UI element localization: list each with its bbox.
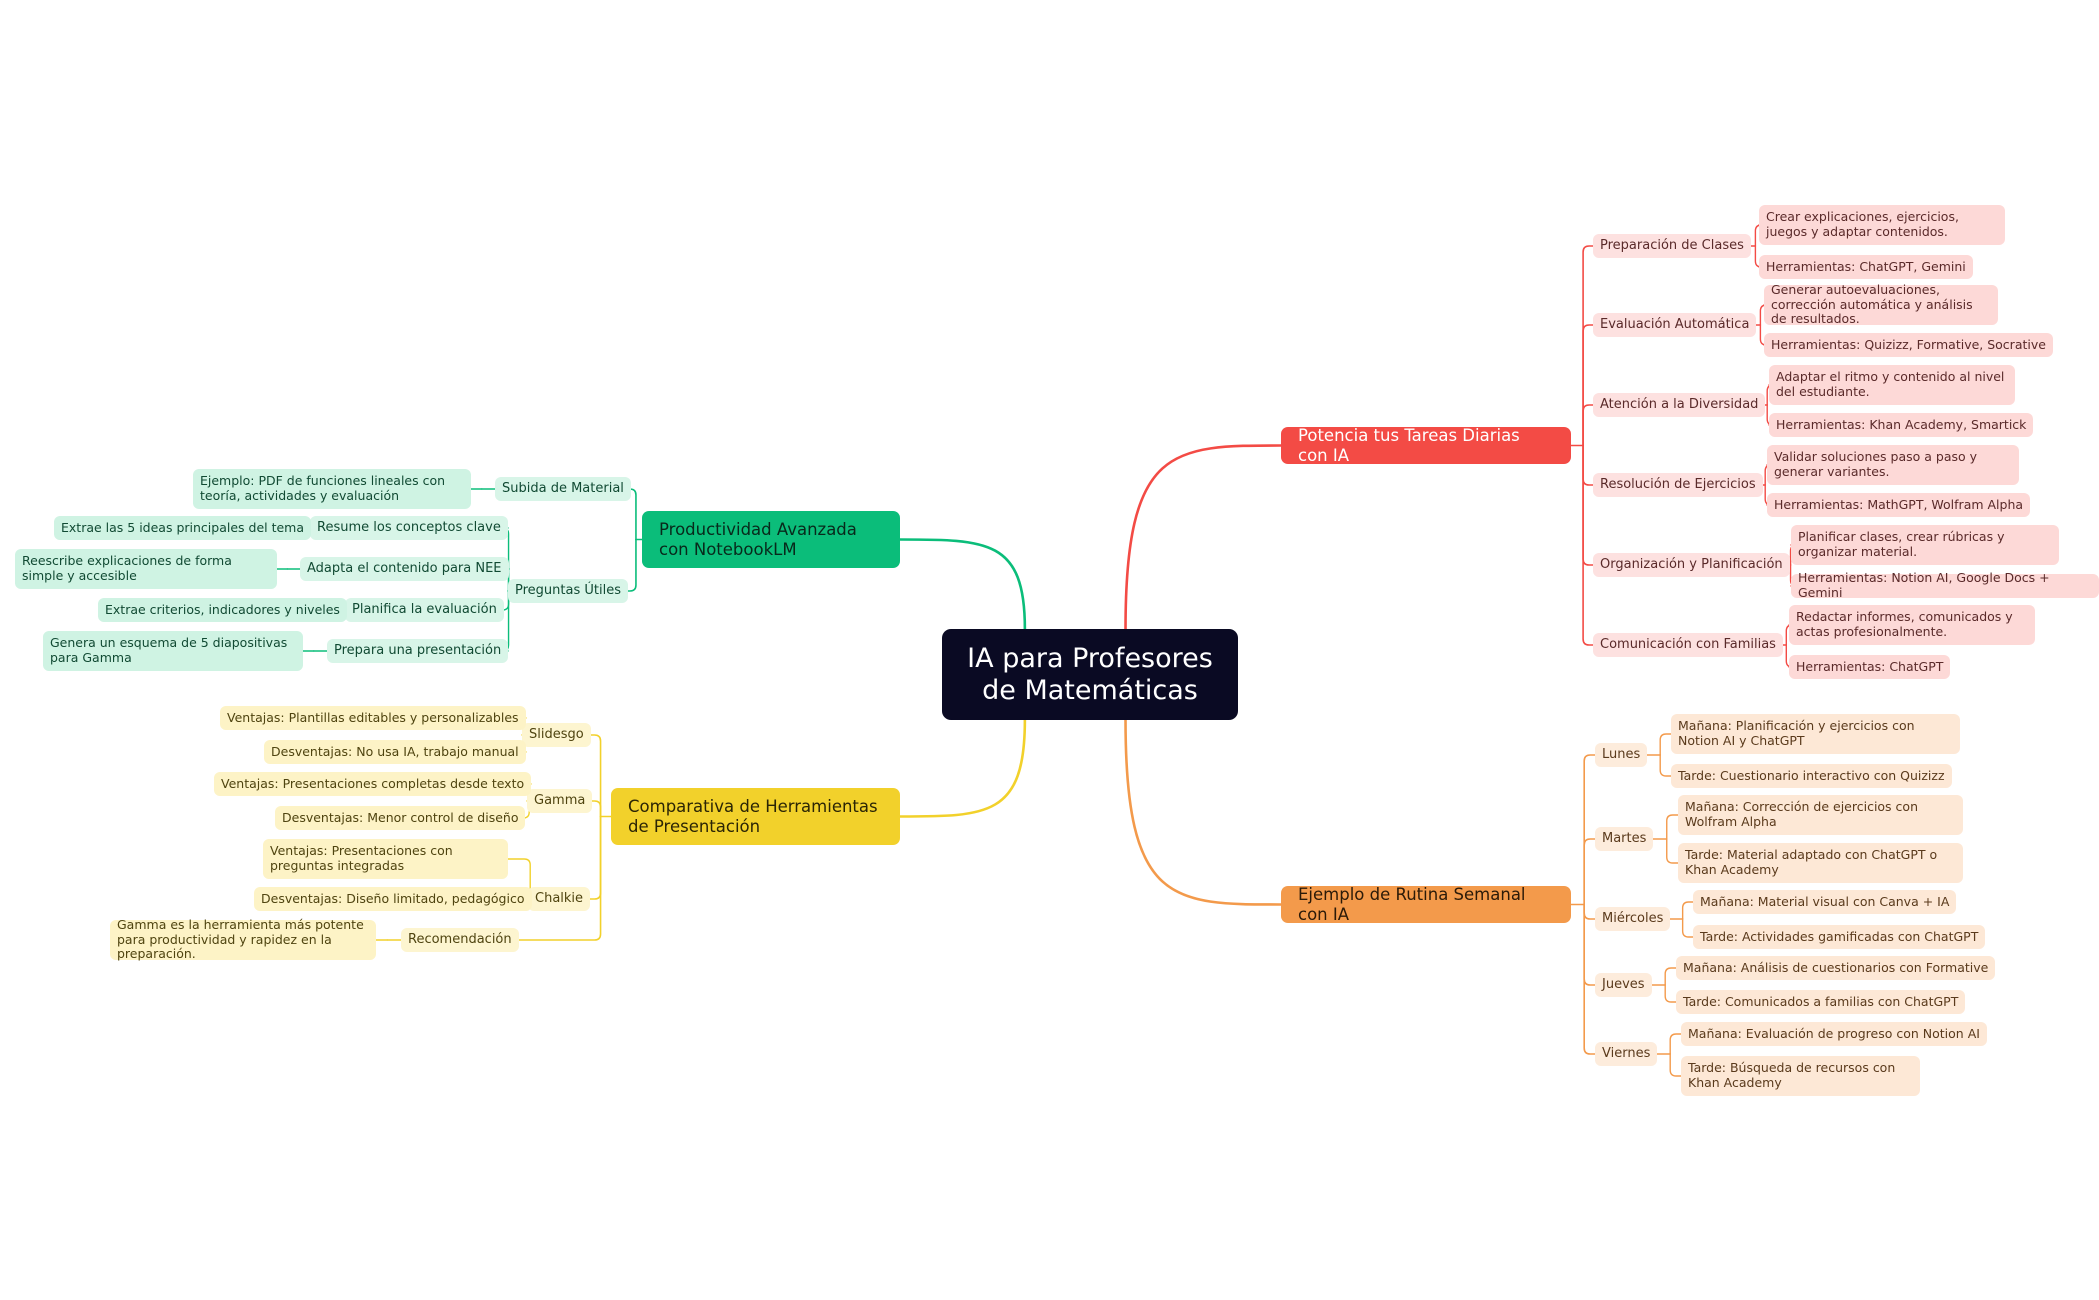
leaf-slidesgo-desventajas[interactable]: Desventajas: No usa IA, trabajo manual xyxy=(264,740,526,764)
leaf-organizacion-planificacion-tools[interactable]: Herramientas: Notion AI, Google Docs + G… xyxy=(1791,570,2099,600)
topic-subida-material[interactable]: Subida de Material xyxy=(495,477,631,501)
branch-rutina-semanal[interactable]: Ejemplo de Rutina Semanal con IA xyxy=(1281,885,1571,924)
orange-sub4-link-0 xyxy=(1669,1033,1682,1055)
topic-preguntas-utiles[interactable]: Preguntas Útiles xyxy=(508,579,628,603)
orange-sub4-link-1 xyxy=(1669,1053,1682,1077)
leaf-resume-conceptos[interactable]: Extrae las 5 ideas principales del tema xyxy=(54,516,312,540)
orange-sub0-link-1 xyxy=(1659,754,1672,777)
orange-sub0-link-0 xyxy=(1659,733,1672,756)
leaf-evaluacion-automatica-tools[interactable]: Herramientas: Quizizz, Formative, Socrat… xyxy=(1764,333,2053,357)
question-resume-conceptos[interactable]: Resume los conceptos clave xyxy=(310,516,508,540)
leaf-preparacion-clases-desc[interactable]: Crear explicaciones, ejercicios, juegos … xyxy=(1759,205,2005,245)
orange-sub1-link-0 xyxy=(1666,814,1679,840)
branch-notebooklm[interactable]: Productividad Avanzada con NotebookLM xyxy=(642,511,900,568)
yellow-link-0 xyxy=(590,734,602,818)
topic-evaluacion-automatica[interactable]: Evaluación Automática xyxy=(1593,313,1757,337)
orange-sub3-link-0 xyxy=(1664,967,1677,986)
leaf-viernes-manana[interactable]: Mañana: Evaluación de progreso con Notio… xyxy=(1681,1022,1987,1046)
red-link-0 xyxy=(1582,245,1594,447)
leaf-miercoles-manana[interactable]: Mañana: Material visual con Canva + IA xyxy=(1693,890,1957,914)
leaf-lunes-manana[interactable]: Mañana: Planificación y ejercicios con N… xyxy=(1671,714,1960,754)
red-link-2 xyxy=(1582,404,1594,447)
orange-link-0 xyxy=(1583,754,1596,906)
leaf-planifica-evaluacion[interactable]: Extrae criterios, indicadores y niveles xyxy=(98,598,347,622)
leaf-viernes-tarde[interactable]: Tarde: Búsqueda de recursos con Khan Aca… xyxy=(1681,1056,1920,1096)
leaf-evaluacion-automatica-desc[interactable]: Generar autoevaluaciones, corrección aut… xyxy=(1764,282,1998,326)
leaf-martes-tarde[interactable]: Tarde: Material adaptado con ChatGPT o K… xyxy=(1678,843,1963,883)
red-link-1 xyxy=(1582,324,1594,447)
topic-viernes[interactable]: Viernes xyxy=(1595,1042,1658,1066)
main-link-0 xyxy=(1124,444,1283,631)
yellow-sub2-link-0 xyxy=(507,858,531,900)
yellow-link-2 xyxy=(589,815,602,900)
leaf-atencion-diversidad-tools[interactable]: Herramientas: Khan Academy, Smartick xyxy=(1769,413,2034,437)
orange-link-2 xyxy=(1583,903,1596,920)
leaf-jueves-manana[interactable]: Mañana: Análisis de cuestionarios con Fo… xyxy=(1676,956,1996,980)
leaf-gamma-ventajas[interactable]: Ventajas: Presentaciones completas desde… xyxy=(214,772,532,796)
leaf-recomendacion-gamma[interactable]: Gamma es la herramienta más potente para… xyxy=(110,917,376,961)
branch-comparativa-presentacion[interactable]: Comparativa de Herramientas de Presentac… xyxy=(611,788,900,845)
leaf-slidesgo-ventajas[interactable]: Ventajas: Plantillas editables y persona… xyxy=(220,706,526,730)
leaf-adapta-nee[interactable]: Reescribe explicaciones de forma simple … xyxy=(15,549,277,589)
topic-miercoles[interactable]: Miércoles xyxy=(1595,907,1671,931)
question-planifica-evaluacion[interactable]: Planifica la evaluación xyxy=(345,598,504,622)
center-topic[interactable]: IA para Profesores de Matemáticas xyxy=(942,629,1238,720)
leaf-miercoles-tarde[interactable]: Tarde: Actividades gamificadas con ChatG… xyxy=(1693,925,1986,949)
leaf-comunicacion-familias-desc[interactable]: Redactar informes, comunicados y actas p… xyxy=(1789,605,2035,645)
green-link-0 xyxy=(629,488,637,541)
topic-chalkie[interactable]: Chalkie xyxy=(528,887,591,911)
topic-preparacion-clases[interactable]: Preparación de Clases xyxy=(1593,234,1751,258)
green-link-1 xyxy=(627,538,637,592)
question-adapta-nee[interactable]: Adapta el contenido para NEE xyxy=(300,557,509,581)
leaf-atencion-diversidad-desc[interactable]: Adaptar el ritmo y contenido al nivel de… xyxy=(1769,365,2015,405)
orange-sub3-link-1 xyxy=(1664,984,1677,1003)
leaf-jueves-tarde[interactable]: Tarde: Comunicados a familias con ChatGP… xyxy=(1676,990,1966,1014)
topic-atencion-diversidad[interactable]: Atención a la Diversidad xyxy=(1593,393,1766,417)
topic-gamma[interactable]: Gamma xyxy=(527,789,593,813)
topic-recomendacion[interactable]: Recomendación xyxy=(401,928,519,952)
red-link-3 xyxy=(1582,444,1594,486)
leaf-gamma-desventajas[interactable]: Desventajas: Menor control de diseño xyxy=(275,806,526,830)
topic-organizacion-planificacion[interactable]: Organización y Planificación xyxy=(1593,553,1790,577)
orange-link-1 xyxy=(1583,838,1596,906)
question-prepara-presentacion[interactable]: Prepara una presentación xyxy=(327,639,509,663)
leaf-subida-material-ejemplo[interactable]: Ejemplo: PDF de funciones lineales con t… xyxy=(193,469,471,509)
topic-slidesgo[interactable]: Slidesgo xyxy=(522,723,591,747)
leaf-chalkie-ventajas[interactable]: Ventajas: Presentaciones con preguntas i… xyxy=(263,839,508,879)
leaf-chalkie-desventajas[interactable]: Desventajas: Diseño limitado, pedagógico xyxy=(254,887,532,911)
yellow-link-3 xyxy=(518,815,602,941)
main-link-2 xyxy=(898,538,1027,631)
orange-sub1-link-1 xyxy=(1666,838,1679,864)
main-link-3 xyxy=(898,718,1027,818)
main-link-1 xyxy=(1124,718,1283,906)
leaf-prepara-presentacion[interactable]: Genera un esquema de 5 diapositivas para… xyxy=(43,631,303,671)
topic-martes[interactable]: Martes xyxy=(1595,827,1654,851)
leaf-organizacion-planificacion-desc[interactable]: Planificar clases, crear rúbricas y orga… xyxy=(1791,525,2059,565)
leaf-martes-manana[interactable]: Mañana: Corrección de ejercicios con Wol… xyxy=(1678,795,1963,835)
topic-resolucion-ejercicios[interactable]: Resolución de Ejercicios xyxy=(1593,473,1763,497)
red-link-4 xyxy=(1582,444,1594,566)
branch-potencia-tareas[interactable]: Potencia tus Tareas Diarias con IA xyxy=(1281,426,1571,465)
yellow-link-1 xyxy=(591,800,602,818)
orange-link-4 xyxy=(1583,903,1596,1055)
leaf-resolucion-ejercicios-tools[interactable]: Herramientas: MathGPT, Wolfram Alpha xyxy=(1767,493,2031,517)
orange-sub2-link-0 xyxy=(1681,901,1694,920)
orange-sub2-link-1 xyxy=(1681,918,1694,938)
topic-lunes[interactable]: Lunes xyxy=(1595,743,1648,767)
leaf-preparacion-clases-tools[interactable]: Herramientas: ChatGPT, Gemini xyxy=(1759,255,1973,279)
topic-comunicacion-familias[interactable]: Comunicación con Familias xyxy=(1593,633,1783,657)
red-link-5 xyxy=(1582,444,1594,646)
topic-jueves[interactable]: Jueves xyxy=(1595,973,1652,997)
leaf-lunes-tarde[interactable]: Tarde: Cuestionario interactivo con Quiz… xyxy=(1671,764,1952,788)
leaf-comunicacion-familias-tools[interactable]: Herramientas: ChatGPT xyxy=(1789,655,1951,679)
leaf-resolucion-ejercicios-desc[interactable]: Validar soluciones paso a paso y generar… xyxy=(1767,445,2019,485)
